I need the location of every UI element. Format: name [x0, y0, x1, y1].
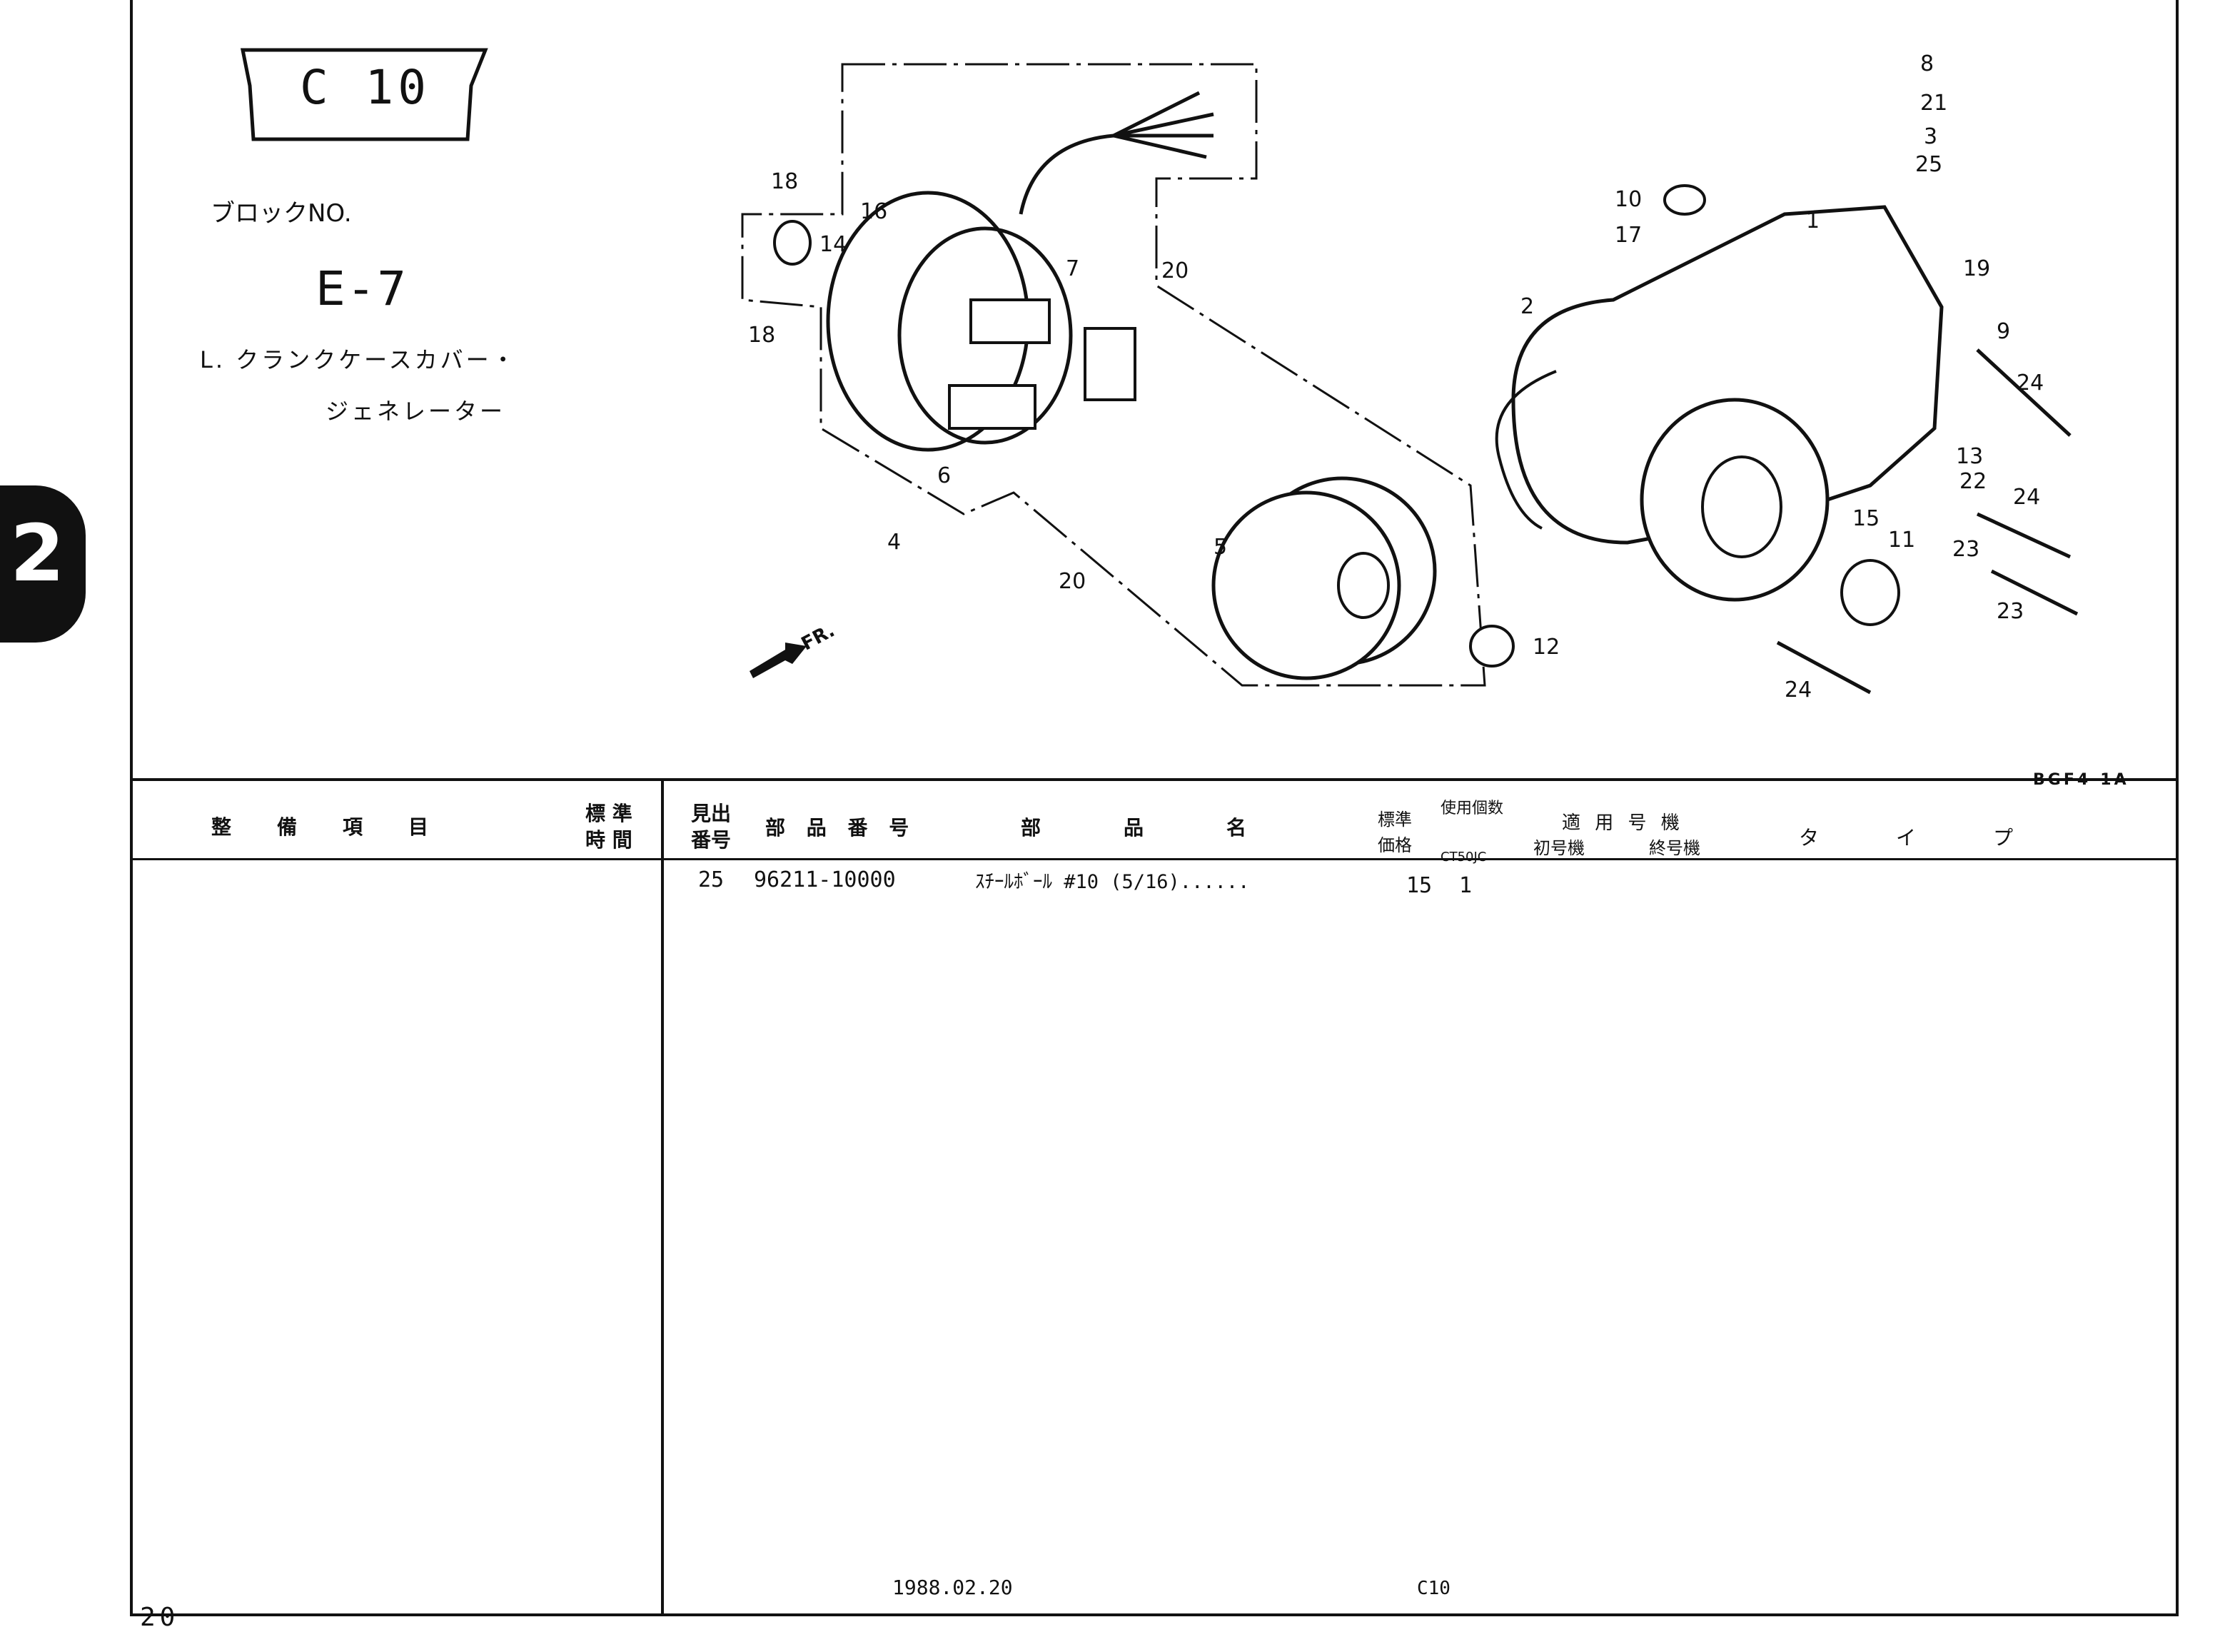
row-qty: 1	[1459, 873, 1473, 898]
model-badge: C 10	[300, 60, 430, 115]
callout-7: 7	[1066, 256, 1080, 281]
header-qty-2: CT50JC	[1441, 850, 1487, 865]
callout-6: 6	[937, 463, 952, 488]
callout-2: 2	[1520, 294, 1535, 319]
header-standard-time-1: 標 準	[585, 802, 632, 825]
header-serial-title: 適 用 号 機	[1562, 812, 1684, 834]
title-line-1: L. クランクケースカバー・	[200, 346, 518, 373]
callout-22: 22	[1959, 469, 1987, 494]
callout-12: 12	[1533, 635, 1560, 660]
callout-20-a: 20	[1161, 258, 1189, 283]
header-price-1: 標準	[1378, 810, 1412, 830]
title-line-2: ジェネレーター	[326, 398, 506, 425]
header-ref-no-2: 番号	[691, 828, 732, 852]
model-badge-frame	[240, 48, 488, 141]
callout-23-a: 23	[1952, 537, 1980, 562]
callout-24-b: 24	[2013, 485, 2041, 510]
header-type: タ イ プ	[1799, 826, 2042, 850]
row-price: 15	[1406, 873, 1433, 898]
block-number: E-7	[316, 261, 414, 316]
callout-4: 4	[887, 530, 902, 555]
callout-1: 1	[1806, 208, 1820, 233]
header-serial-last: 終号機	[1649, 838, 1700, 858]
callout-9: 9	[1997, 319, 2011, 344]
callout-10: 10	[1615, 187, 1643, 212]
header-maintenance-item: 整 備 項 目	[211, 815, 442, 839]
table-top-rule	[130, 778, 2179, 781]
callout-5: 5	[1214, 535, 1228, 560]
footer-date: 1988.02.20	[892, 1576, 1013, 1599]
section-tab	[0, 485, 86, 643]
callout-18-a: 18	[771, 169, 799, 194]
table-header-rule	[130, 858, 2179, 860]
callout-16: 16	[860, 199, 888, 224]
header-part-no: 部 品 番 号	[765, 816, 917, 840]
row-ref-no: 25	[698, 867, 725, 892]
callout-21: 21	[1920, 91, 1948, 116]
callout-8: 8	[1920, 51, 1934, 76]
header-qty-1: 使用個数	[1441, 800, 1504, 817]
exploded-parts-diagram	[741, 63, 2079, 695]
callout-23-b: 23	[1997, 599, 2024, 624]
row-part-name: ｽﾁｰﾙﾎﾞｰﾙ #10 (5/16)......	[975, 871, 1250, 893]
callout-18-b: 18	[748, 323, 776, 348]
callout-3: 3	[1924, 124, 1938, 149]
callout-25: 25	[1915, 152, 1943, 177]
callout-13: 13	[1956, 444, 1984, 469]
header-serial-first: 初号機	[1533, 838, 1585, 858]
callout-20-b: 20	[1059, 569, 1086, 594]
section-tab-number: 2	[10, 508, 65, 599]
header-price-2: 価格	[1378, 835, 1412, 855]
callout-19: 19	[1963, 256, 1991, 281]
header-ref-no-1: 見出	[691, 802, 732, 825]
callout-24-a: 24	[2017, 371, 2044, 396]
page-number: 20	[140, 1603, 180, 1632]
callout-17: 17	[1615, 223, 1643, 248]
row-part-no: 96211-10000	[754, 867, 896, 892]
table-column-divider	[661, 778, 664, 1615]
callout-24-c: 24	[1785, 678, 1812, 702]
header-standard-time-2: 時 間	[585, 828, 632, 852]
callout-11: 11	[1888, 528, 1916, 553]
callout-15: 15	[1852, 506, 1880, 531]
header-part-name: 部 品 名	[1021, 816, 1261, 840]
callout-14: 14	[819, 232, 847, 257]
page-frame	[130, 0, 2179, 1616]
block-label: ブロックNO.	[211, 199, 352, 228]
footer-model: C10	[1417, 1578, 1451, 1599]
